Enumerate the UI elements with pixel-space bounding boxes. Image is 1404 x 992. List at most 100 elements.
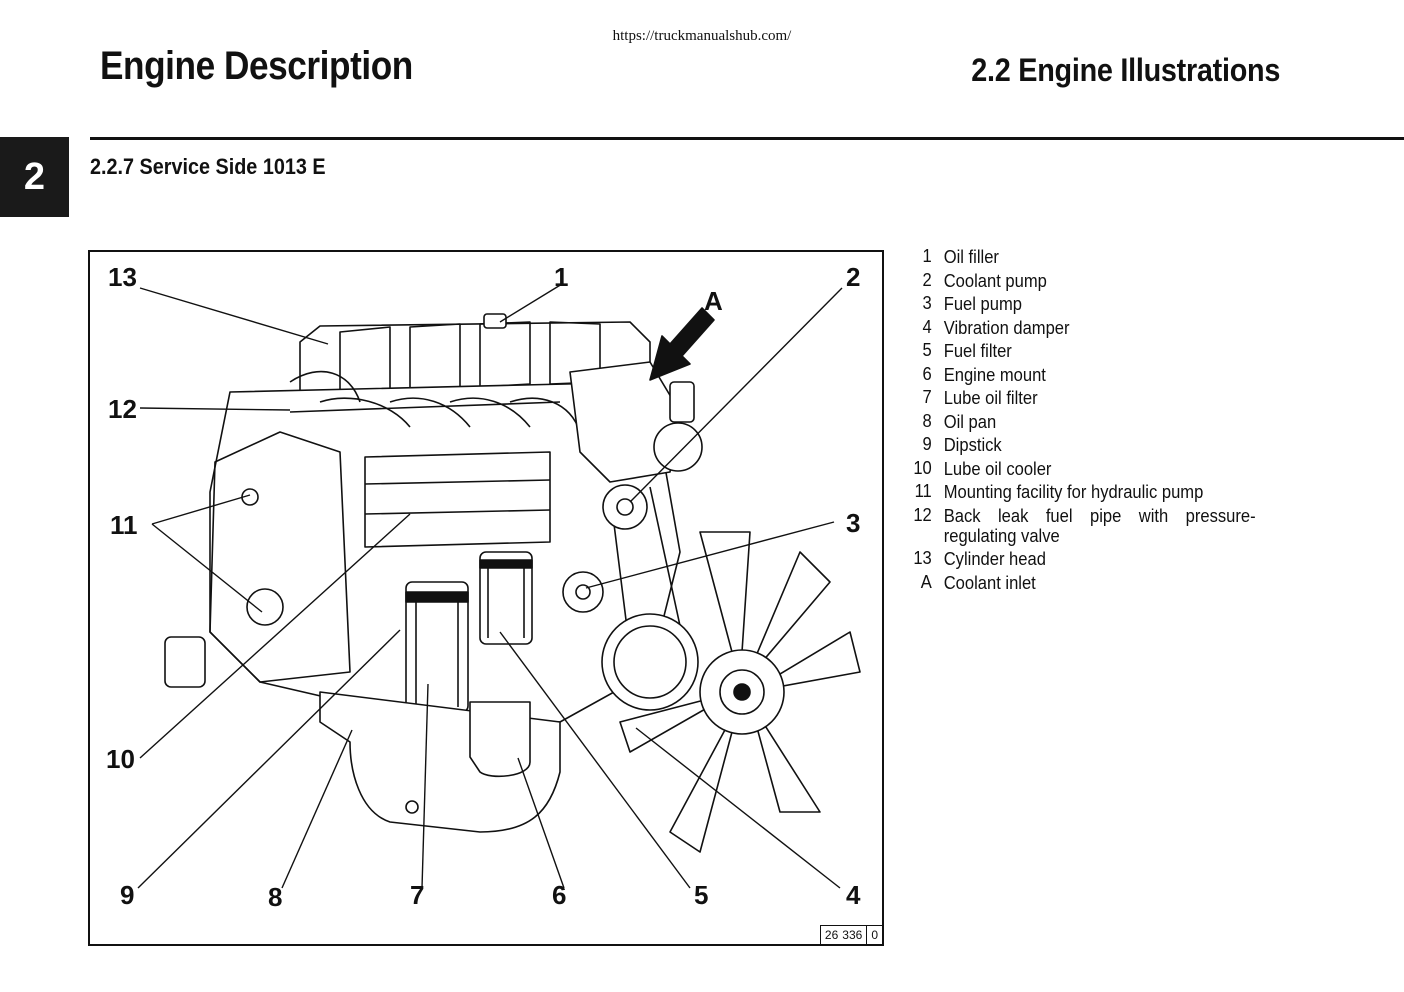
leader-7 [421, 683, 429, 889]
legend-text: Coolant inlet [943, 572, 1036, 593]
leader-9 [137, 629, 401, 889]
legend-text: Fuel pump [943, 294, 1022, 314]
legend-item: 4 Vibration damper [906, 316, 1256, 340]
legend-text: Dipstick [943, 435, 1002, 455]
legend-key: 10 [913, 457, 932, 478]
figure-id-part: 0 [866, 926, 882, 944]
legend-text: Lube oil cooler [943, 458, 1052, 479]
figure-id: 26 336 0 [819, 925, 882, 944]
drain-plug [405, 800, 419, 814]
leader-11a [151, 494, 251, 525]
engine-mount [469, 701, 531, 778]
legend-item: 13 Cylinder head [906, 547, 1256, 571]
callout-1: 1 [554, 262, 569, 292]
legend-item: 11 Mounting facility for hydraulic pump [906, 480, 1256, 504]
leader-10 [139, 513, 411, 759]
legend-key: 7 [922, 387, 932, 407]
legend-text: Engine mount [943, 364, 1046, 385]
legend-key: 13 [913, 548, 932, 568]
left-mount [164, 636, 206, 688]
legend-item: 7 Lube oil filter [906, 386, 1256, 410]
fuel-pump-pulley [562, 571, 604, 613]
callout-2: 2 [846, 262, 861, 292]
timing-cover [209, 431, 351, 683]
oil-filler-cap [483, 313, 507, 329]
legend-text: Cylinder head [943, 549, 1046, 569]
callout-13: 13 [108, 262, 137, 292]
injection-pump [364, 451, 551, 548]
legend-key: 2 [922, 269, 932, 290]
callout-A: A [704, 286, 723, 316]
leader-6 [517, 757, 565, 889]
figure-id-part: 336 [842, 928, 863, 942]
legend-item: 5 Fuel filter [906, 339, 1256, 363]
callout-9: 9 [120, 880, 135, 910]
legend-item: 6 Engine mount [906, 363, 1256, 387]
legend-key: 5 [922, 340, 932, 360]
leader-5 [499, 631, 691, 889]
leader-12 [139, 407, 291, 411]
callout-6: 6 [552, 880, 567, 910]
legend-item: A Coolant inlet [906, 571, 1256, 595]
legend-item: 1 Oil filler [906, 245, 1256, 269]
callout-10: 10 [106, 744, 135, 774]
legend-item: 8 Oil pan [906, 410, 1256, 434]
subsection-title: 2.2.7 Service Side 1013 E [90, 154, 326, 179]
source-url[interactable]: https://truckmanualshub.com/ [612, 28, 792, 44]
back-leak-pipe [289, 401, 561, 413]
legend-list: 1 Oil filler 2 Coolant pump 3 Fuel pump 4 Vi… [906, 245, 1256, 595]
legend-text: Back leak fuel pipe with pressure-regula… [943, 505, 1256, 546]
callout-4: 4 [846, 880, 861, 910]
legend-key: 1 [922, 246, 932, 266]
coolant-outlet [653, 422, 703, 472]
legend-text: Oil pan [943, 411, 997, 432]
legend-item: 2 Coolant pump [906, 269, 1256, 293]
callout-3: 3 [846, 508, 861, 538]
coolant-neck [669, 381, 695, 423]
header-rule [90, 137, 1404, 140]
chapter-tab: 2 [0, 137, 69, 217]
leader-4 [635, 727, 841, 889]
timing-boss-2 [246, 588, 284, 626]
coolant-inlet-arrow [649, 307, 715, 381]
legend-item: 9 Dipstick [906, 433, 1256, 457]
legend-key: 4 [922, 316, 932, 337]
legend-text: Coolant pump [943, 270, 1047, 291]
legend-text: Vibration damper [943, 317, 1070, 338]
legend-text: Lube oil filter [943, 388, 1038, 408]
leader-8 [281, 729, 353, 889]
legend-key: 9 [922, 434, 932, 454]
section-heading: 2.2 Engine Illustrations [971, 52, 1280, 88]
legend-text: Mounting facility for hydraulic pump [943, 482, 1204, 502]
fan [619, 531, 861, 853]
page-title: Engine Description [100, 44, 413, 88]
legend-key: A [920, 571, 932, 592]
engine-illustration: 13 1 A 2 12 11 3 10 9 8 7 6 5 4 26 336 0 [88, 250, 884, 946]
callout-7: 7 [410, 880, 425, 910]
callout-11: 11 [110, 510, 138, 540]
fuel-filter [479, 551, 533, 645]
legend-text: Fuel filter [943, 341, 1012, 361]
leader-2 [629, 287, 843, 503]
figure-id-part: 26 [824, 928, 839, 942]
legend-key: 3 [922, 293, 932, 313]
callout-8: 8 [268, 882, 283, 912]
leader-13 [139, 287, 329, 345]
legend-item: 3 Fuel pump [906, 292, 1256, 316]
coolant-housing [569, 361, 681, 483]
vibration-damper [601, 613, 699, 711]
fuel-pipes [289, 370, 581, 433]
legend-key: 8 [922, 410, 932, 431]
legend-key: 11 [914, 481, 932, 501]
legend-key: 6 [922, 363, 932, 384]
callout-5: 5 [694, 880, 709, 910]
leader-1 [499, 283, 563, 323]
valve-cover-3 [479, 321, 531, 388]
leader-11b [151, 523, 263, 613]
leader-3 [585, 521, 835, 589]
callout-12: 12 [108, 394, 137, 424]
engine-drawing [137, 283, 861, 889]
legend-item: 10 Lube oil cooler [906, 457, 1256, 481]
legend-text: Oil filler [943, 247, 999, 267]
